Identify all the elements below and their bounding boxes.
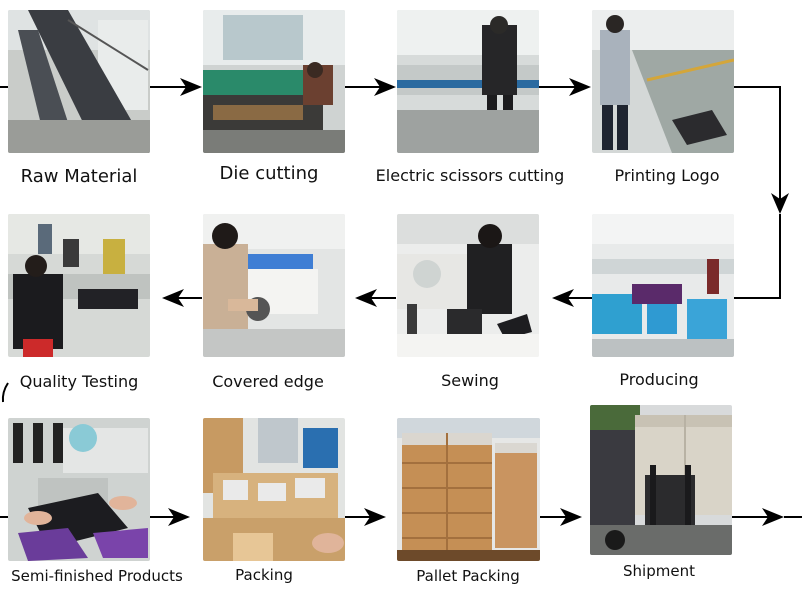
step-label: Semi-finished Products (11, 567, 183, 585)
arrowhead-icon (569, 78, 591, 96)
step-label: Packing (235, 566, 293, 584)
step-label: Covered edge (212, 372, 324, 391)
step-label: Sewing (441, 371, 499, 390)
shipment-photo (590, 405, 732, 555)
covered-edge-photo (203, 214, 345, 357)
step-label: Producing (619, 370, 699, 389)
arrowhead-icon (364, 508, 386, 526)
flow-arrow (734, 86, 781, 205)
arrowhead-icon (355, 289, 377, 307)
flow-arrow (1, 382, 9, 403)
flow-arrow (734, 214, 781, 299)
packing-photo (203, 418, 345, 561)
arrowhead-icon (374, 78, 396, 96)
step-label: Printing Logo (614, 166, 720, 185)
raw-material-photo (8, 10, 150, 153)
arrowhead-icon (560, 508, 582, 526)
quality-testing-photo (8, 214, 150, 357)
sewing-photo (397, 214, 539, 357)
arrowhead-icon (771, 193, 789, 214)
arrowhead-icon (168, 508, 190, 526)
printing-logo-photo (592, 10, 734, 153)
arrowhead-icon (162, 289, 184, 307)
arrowhead-icon (180, 78, 202, 96)
arrowhead-icon (552, 289, 574, 307)
step-label: Quality Testing (19, 372, 139, 391)
step-label: Raw Material (20, 166, 138, 187)
semi-finished-photo (8, 418, 150, 561)
pallet-packing-photo (397, 418, 540, 561)
step-label: Pallet Packing (416, 567, 520, 585)
arrowhead-icon (762, 508, 784, 526)
producing-photo (592, 214, 734, 357)
step-label: Die cutting (219, 163, 319, 184)
electric-scissors-photo (397, 10, 539, 153)
die-cutting-photo (203, 10, 345, 153)
step-label: Electric scissors cutting (375, 166, 565, 185)
step-label: Shipment (623, 562, 695, 580)
